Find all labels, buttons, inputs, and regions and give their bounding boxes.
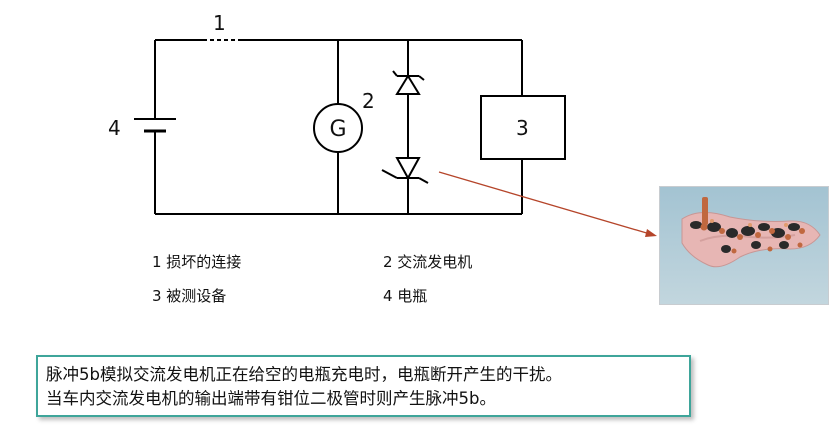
upper-diode-tail-right [418, 75, 425, 81]
upper-diode-tail-left [392, 70, 398, 77]
pointer-arrowhead [645, 229, 657, 237]
rectifier-photo [659, 186, 829, 305]
label-4: 4 [108, 116, 121, 140]
note-line-2: 当车内交流发电机的输出端带有钳位二极管时则产生脉冲5b。 [46, 389, 496, 408]
label-2: 2 [362, 89, 375, 113]
label-1: 1 [213, 11, 226, 35]
note-box: 脉冲5b模拟交流发电机正在给空的电瓶充电时，电瓶断开产生的干扰。 当车内交流发电… [36, 355, 691, 417]
generator-symbol: G [329, 117, 346, 142]
legend-item-2: 2 交流发电机 [383, 253, 473, 271]
generator-circle [313, 103, 363, 153]
pointer-arrow-line [438, 171, 651, 235]
lower-diode-tail-right [418, 177, 429, 184]
upper-diode-triangle [395, 74, 421, 95]
label-3: 3 [516, 116, 529, 140]
lower-diode-tail-left [381, 169, 398, 179]
legend-item-3: 3 被测设备 [152, 287, 227, 305]
device-box [480, 95, 566, 160]
note-line-1: 脉冲5b模拟交流发电机正在给空的电瓶充电时，电瓶断开产生的干扰。 [46, 365, 562, 384]
legend-item-4: 4 电瓶 [383, 287, 428, 305]
lower-diode-triangle [395, 157, 421, 181]
legend-item-1: 1 损坏的连接 [152, 253, 242, 271]
